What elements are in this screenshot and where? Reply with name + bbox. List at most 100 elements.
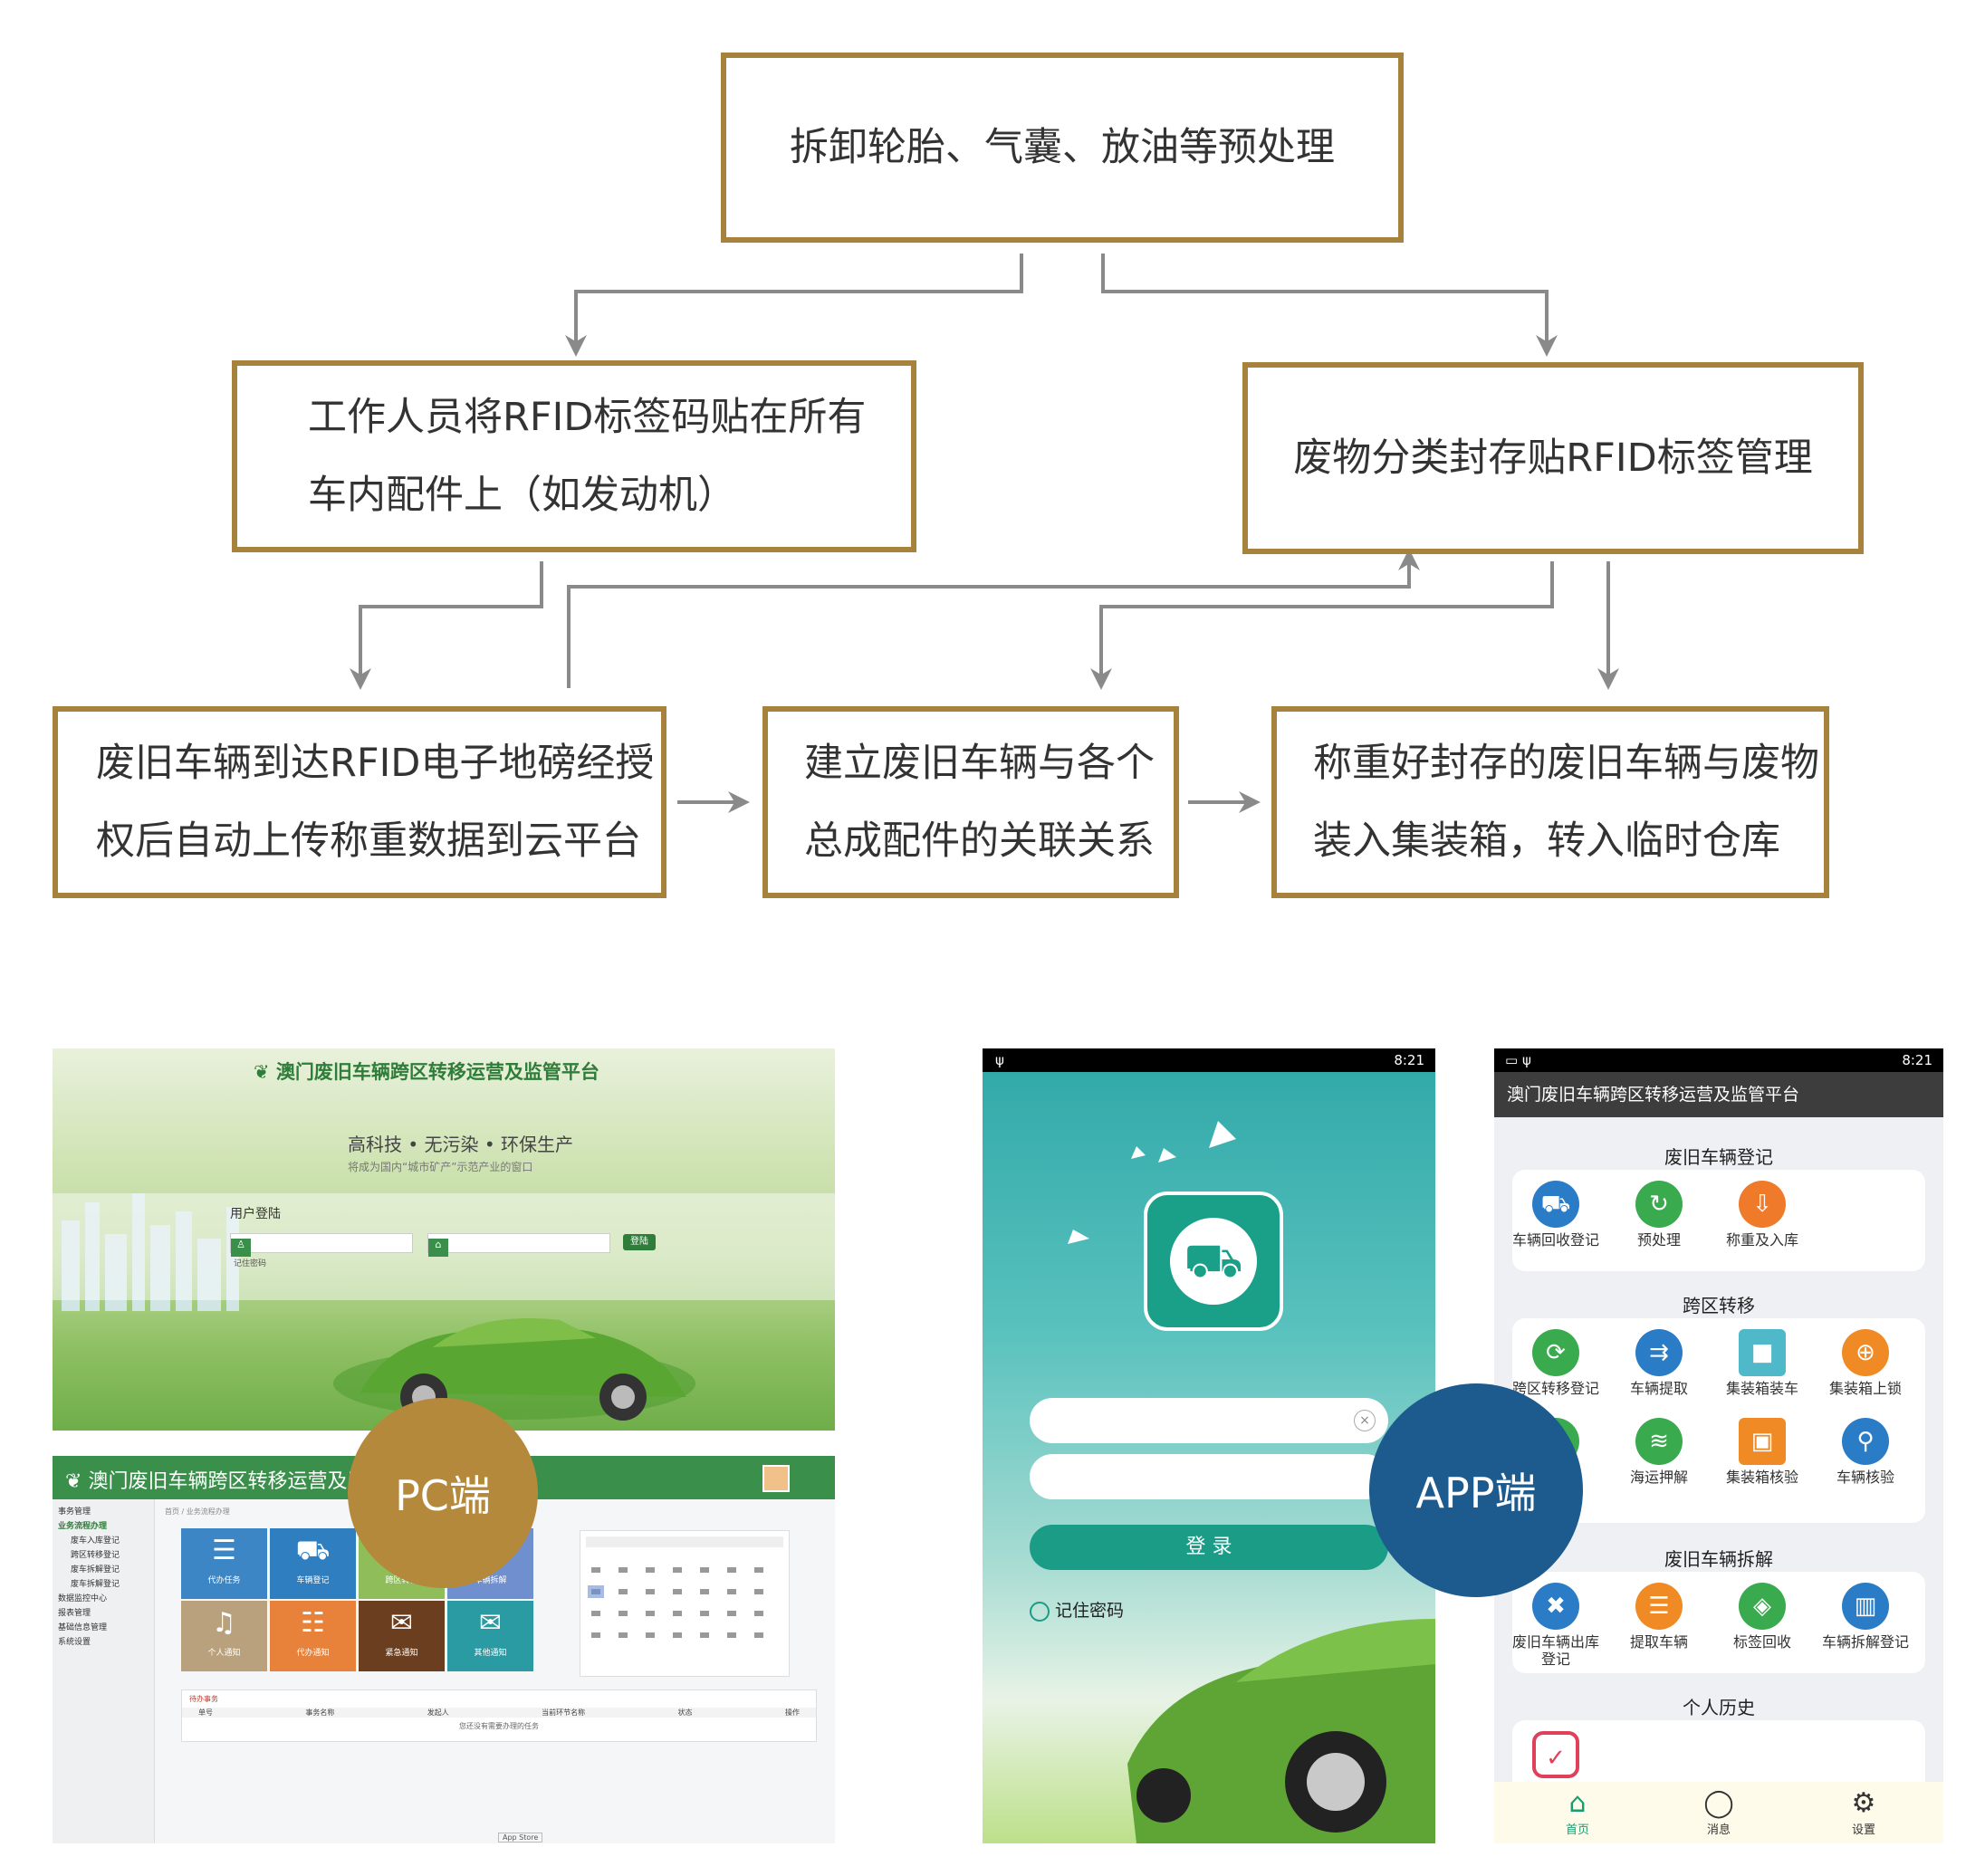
sidebar-item[interactable]: 数据监控中心	[58, 1594, 108, 1603]
container-icon[interactable]: ▣	[1739, 1418, 1786, 1465]
app-store-link[interactable]: App Store	[498, 1833, 543, 1842]
app-item-label[interactable]: 集装箱上锁	[1828, 1380, 1902, 1397]
sidebar-item[interactable]: 报表管理	[58, 1609, 91, 1618]
breadcrumb: 首页 / 业务流程办理	[165, 1508, 230, 1516]
sidebar-item[interactable]: 废车拆解登记	[71, 1565, 120, 1574]
box-weighbridge: 废旧车辆到达RFID电子地磅经授 权后自动上传称重数据到云平台	[53, 706, 666, 898]
nav-messages[interactable]: ◯ 消息	[1692, 1787, 1746, 1837]
sidebar-item[interactable]: 废车入库登记	[71, 1536, 120, 1546]
layers-icon[interactable]: ≋	[1635, 1418, 1683, 1465]
app-item-label[interactable]: 称重及入库	[1725, 1231, 1798, 1249]
table-header: 发起人	[427, 1708, 449, 1717]
app-item-label[interactable]: 预处理	[1636, 1231, 1681, 1249]
box-pretreatment: 拆卸轮胎、气囊、放油等预处理	[721, 53, 1404, 243]
sidebar-item[interactable]: 业务流程办理	[58, 1522, 108, 1531]
clear-icon[interactable]: ×	[1354, 1410, 1376, 1431]
table-header: 当前环节名称	[542, 1708, 586, 1717]
box-container-line2: 装入集装箱，转入临时仓库	[1313, 818, 1780, 864]
car-icon[interactable]: ⛟	[1532, 1181, 1579, 1228]
chart-icon[interactable]: ▥	[1842, 1583, 1889, 1630]
transfer-icon[interactable]: ⇉	[1635, 1329, 1683, 1376]
sidebar-item[interactable]: 基础信息管理	[58, 1623, 108, 1632]
cycle-icon[interactable]: ↻	[1635, 1181, 1683, 1228]
check-icon[interactable]: ✓	[1532, 1731, 1579, 1778]
app-item-label[interactable]: 海运押解	[1629, 1469, 1688, 1486]
flow-connectors	[350, 254, 1619, 813]
tools-icon[interactable]: ✖	[1532, 1583, 1579, 1630]
city-skyline-graphic	[62, 1193, 239, 1311]
app-item-label[interactable]: 标签回收	[1732, 1633, 1791, 1651]
avatar[interactable]	[762, 1465, 790, 1492]
calendar-widget[interactable]	[580, 1530, 790, 1677]
leaf-logo-icon: ❦	[254, 1061, 270, 1083]
app-item-label[interactable]: 跨区转移登记	[1512, 1380, 1600, 1397]
home-icon: ⌂	[1568, 1787, 1587, 1819]
box-rfid-tagging: 工作人员将RFID标签码贴在所有 车内配件上（如发动机）	[232, 360, 916, 552]
status-bar: ▭ ψ 8:21	[1494, 1048, 1943, 1072]
tasks-panel: 待办事务 单号 事务名称 发起人 当前环节名称 状态 操作 您还没有需要办理的任…	[181, 1689, 817, 1742]
user-icon: ♙	[231, 1239, 251, 1257]
remember-password[interactable]: 记住密码	[1030, 1597, 1124, 1622]
chat-bubble-icon: ◯	[1703, 1787, 1734, 1819]
pc-login-button[interactable]: 登陆	[623, 1234, 656, 1250]
sidebar-item[interactable]: 系统设置	[58, 1638, 91, 1647]
table-header: 事务名称	[305, 1708, 335, 1717]
app-item-label[interactable]: 车辆提取	[1629, 1380, 1688, 1397]
list-icon: ☰	[212, 1535, 236, 1566]
tile-vehicle-register[interactable]: ⛟车辆登记	[270, 1528, 356, 1599]
app-item-label[interactable]: 废旧车辆出库登记	[1512, 1633, 1600, 1668]
download-icon[interactable]: ⇩	[1739, 1181, 1786, 1228]
screen-icon: ▭ ψ	[1505, 1052, 1531, 1068]
sidebar-item[interactable]: 废车拆解登记	[71, 1580, 120, 1589]
app-item-label[interactable]: 车辆回收登记	[1512, 1231, 1600, 1249]
nav-home[interactable]: ⌂ 首页	[1550, 1787, 1605, 1837]
car-leaf-icon: ⛟	[1170, 1218, 1257, 1305]
app-item-label[interactable]: 集装箱核验	[1725, 1469, 1798, 1486]
search-icon[interactable]: ⚲	[1842, 1418, 1889, 1465]
doves-graphic	[1068, 1121, 1236, 1244]
tile-other-notice[interactable]: ✉其他通知	[447, 1601, 533, 1671]
section-card-transfer: ⟳ 跨区转移登记 ⇉ 车辆提取 ■ 集装箱装车 ⊕ 集装箱上锁 ⛟ 运输 ≋ 海…	[1512, 1318, 1925, 1523]
checkbox-icon[interactable]	[1030, 1601, 1050, 1622]
table-header: 状态	[677, 1708, 693, 1717]
nav-settings[interactable]: ⚙ 设置	[1836, 1787, 1891, 1837]
tile-todo-notice[interactable]: ☷代办通知	[270, 1601, 356, 1671]
app-title-bar: 澳门废旧车辆跨区转移运营及监管平台	[1494, 1072, 1943, 1117]
refresh-icon[interactable]: ⟳	[1532, 1329, 1579, 1376]
pc-password-input[interactable]: ⌂	[427, 1233, 610, 1257]
pc-remember[interactable]: 记住密码	[234, 1259, 267, 1268]
sidebar-item[interactable]: 事务管理	[58, 1508, 91, 1517]
pc-login-screenshot: ❦ 澳门废旧车辆跨区转移运营及监管平台 高科技 • 无污染 • 环保生产 将成为…	[53, 1048, 835, 1431]
password-input[interactable]	[1030, 1454, 1388, 1499]
mail-icon: ✉	[478, 1607, 503, 1639]
section-card-register: ⛟ 车辆回收登记 ↻ 预处理 ⇩ 称重及入库	[1512, 1170, 1925, 1271]
phone-home-screenshot: ▭ ψ 8:21 澳门废旧车辆跨区转移运营及监管平台 废旧车辆登记 ⛟ 车辆回收…	[1494, 1048, 1943, 1843]
tile-urgent-notice[interactable]: ✉紧急通知	[359, 1601, 445, 1671]
box-icon[interactable]: ■	[1739, 1329, 1786, 1376]
app-item-label[interactable]: 集装箱装车	[1725, 1380, 1798, 1397]
clipboard-icon[interactable]: ☰	[1635, 1583, 1683, 1630]
sidebar-item[interactable]: 跨区转移登记	[71, 1551, 120, 1560]
table-header: 单号	[198, 1708, 213, 1717]
lock-icon[interactable]: ⊕	[1842, 1329, 1889, 1376]
app-item-label[interactable]: 提取车辆	[1629, 1633, 1688, 1651]
tile-todo[interactable]: ☰代办任务	[181, 1528, 267, 1599]
app-item-label[interactable]: 车辆拆解登记	[1822, 1633, 1910, 1651]
phone-login-screenshot: ψ 8:21 ⛟ × 登 录 记住密码	[983, 1048, 1435, 1843]
pc-sidebar: 事务管理 业务流程办理 废车入库登记 跨区转移登记 废车拆解登记 废车拆解登记 …	[53, 1499, 155, 1843]
username-input[interactable]: ×	[1030, 1398, 1388, 1443]
box-association-line1: 建立废旧车辆与各个	[804, 741, 1155, 786]
box-pretreatment-text: 拆卸轮胎、气囊、放油等预处理	[790, 125, 1335, 170]
pc-username-input[interactable]: ♙	[230, 1233, 413, 1257]
tile-personal-notice[interactable]: ♫个人通知	[181, 1601, 267, 1671]
car-icon: ⛟	[295, 1535, 331, 1566]
app-item-label[interactable]: 车辆核验	[1836, 1469, 1894, 1486]
calendar-grid	[586, 1536, 783, 1638]
arrow-top-to-left	[565, 254, 1023, 357]
section-card-dismantle: ✖ 废旧车辆出库登记 ☰ 提取车辆 ◈ 标签回收 ▥ 车辆拆解登记	[1512, 1572, 1925, 1673]
empty-message: 您还没有需要办理的任务	[459, 1722, 539, 1730]
pc-subslogan: 将成为国内“城市矿产”示范产业的窗口	[348, 1161, 533, 1173]
tag-icon[interactable]: ◈	[1739, 1583, 1786, 1630]
box-weighbridge-line2: 权后自动上传称重数据到云平台	[96, 818, 641, 864]
login-button[interactable]: 登 录	[1030, 1525, 1388, 1570]
